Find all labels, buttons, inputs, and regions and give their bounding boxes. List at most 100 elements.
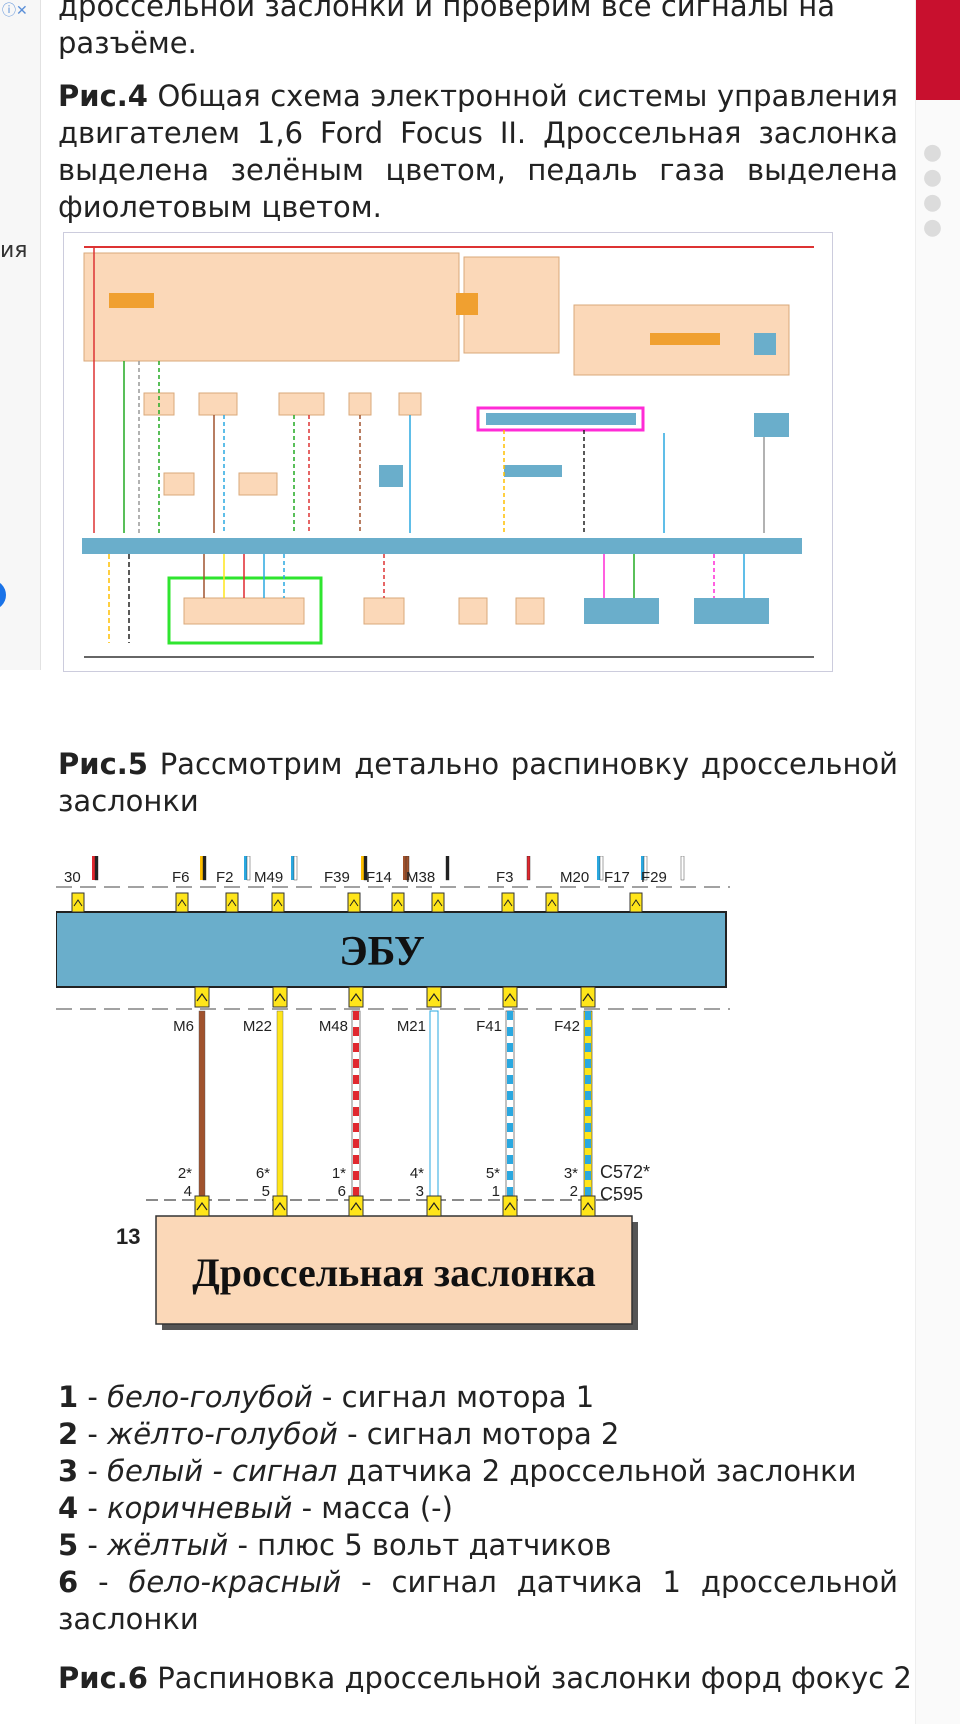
top-wire-stub xyxy=(202,855,207,881)
wire-F41: F41 5*1 xyxy=(476,986,518,1217)
connector-a-pin: 6* xyxy=(256,1165,270,1182)
ecu-top-terminal xyxy=(347,892,361,913)
ad-banner-red xyxy=(916,0,960,100)
top-wire-stub xyxy=(246,855,251,881)
ecu-top-terminal xyxy=(545,892,559,913)
top-pin-label: F14 xyxy=(366,869,392,886)
right-side-ad[interactable]: ●●●● xyxy=(915,0,960,1724)
ecu-top-terminal xyxy=(175,892,189,913)
legend-item: 3 - белый - сигнал датчика 2 дроссельной… xyxy=(58,1454,857,1488)
ecu-top-terminal xyxy=(501,892,515,913)
legend-number: 6 xyxy=(58,1565,79,1599)
ecu-top-terminal xyxy=(225,892,239,913)
component-terminal xyxy=(272,1195,288,1217)
ecu-bottom-terminal xyxy=(580,986,596,1008)
connector-b-label: C595 xyxy=(600,1184,643,1204)
connector-a-pin: 2* xyxy=(178,1165,192,1182)
top-wire-stub xyxy=(524,856,527,880)
side-ad[interactable]: ⓘ✕ ия xyxy=(0,0,41,670)
wire-M22: M22 6*5 xyxy=(243,986,288,1217)
fig4-caption-text: Общая схема электронной системы управлен… xyxy=(58,79,898,224)
ecu-bottom-terminal xyxy=(194,986,210,1008)
ecu-pin-label: F41 xyxy=(476,1018,502,1035)
ecu-bottom-terminal xyxy=(348,986,364,1008)
ad-button[interactable] xyxy=(0,580,6,610)
fig4-wiring-diagram xyxy=(63,232,833,672)
legend-item: 2 - жёлто-голубой - сигнал мотора 2 xyxy=(58,1417,620,1451)
legend-description: - сигнал датчика 1 дроссельной заслонки xyxy=(58,1565,898,1636)
ecu-top-terminal xyxy=(629,892,643,913)
legend-item: 4 - коричневый - масса (-) xyxy=(58,1491,453,1525)
fig6-caption-text: Распиновка дроссельной заслонки форд фок… xyxy=(157,1661,912,1695)
connector-a-pin: 5* xyxy=(486,1165,500,1182)
connector-b-pin: 5 xyxy=(262,1183,270,1200)
fig4-svg xyxy=(82,246,814,658)
connector-b-pin: 1 xyxy=(492,1183,500,1200)
top-wire-stub xyxy=(244,856,247,880)
fig5-label: Рис.5 xyxy=(58,747,148,781)
ecu-top-terminal xyxy=(271,892,285,913)
top-wire-stub xyxy=(597,856,600,880)
connector-b-pin: 3 xyxy=(416,1183,424,1200)
top-wire-stub xyxy=(405,855,410,881)
ecu-top-terminal xyxy=(431,892,445,913)
wire-M6: M62*4 xyxy=(173,986,210,1217)
top-wire-stub xyxy=(599,855,604,881)
ecu-bottom-terminal xyxy=(426,986,442,1008)
intro-line-2: разъёме. xyxy=(58,26,197,60)
ecu-block xyxy=(55,911,727,988)
ecu-pin-label: M22 xyxy=(243,1018,272,1035)
connector-a-label: C572* xyxy=(600,1162,650,1182)
ad-text-fragment: ия xyxy=(0,238,28,263)
ad-info-close-icon[interactable]: ⓘ✕ xyxy=(2,3,28,19)
ecu-top-terminal xyxy=(71,892,85,913)
top-wire-stub xyxy=(678,856,681,880)
legend-wire-color: белый - сигнал xyxy=(107,1454,338,1488)
connector-a-pin: 4* xyxy=(410,1165,424,1182)
legend-description: датчика 2 дроссельной заслонки xyxy=(337,1454,857,1488)
legend-description: - плюс 5 вольт датчиков xyxy=(228,1528,612,1562)
throttle-body-block xyxy=(155,1215,633,1325)
ad-watermark: ●●●● xyxy=(920,140,945,240)
legend-wire-color: жёлто-голубой xyxy=(107,1417,338,1451)
top-wire-stub xyxy=(293,855,298,881)
connector-a-pin: 1* xyxy=(332,1165,346,1182)
fig4-label: Рис.4 xyxy=(58,79,148,113)
ecu-bottom-terminal xyxy=(502,986,518,1008)
component-terminal xyxy=(194,1195,210,1217)
ecu-pin-label: M6 xyxy=(173,1018,194,1035)
top-pin-label: M49 xyxy=(254,869,283,886)
top-pin-label: F2 xyxy=(216,869,234,886)
top-wire-stub xyxy=(443,856,446,880)
component-terminal xyxy=(426,1195,442,1217)
connector-a-pin: 3* xyxy=(564,1165,578,1182)
top-wire-stub xyxy=(291,856,294,880)
component-terminal xyxy=(348,1195,364,1217)
legend-number: 4 xyxy=(58,1491,79,1525)
intro-line-1: дроссельной заслонки и проверим все сигн… xyxy=(58,0,835,23)
fig5-caption: Рис.5 Рассмотрим детально распиновку дро… xyxy=(58,746,898,820)
legend-description: - сигнал мотора 2 xyxy=(337,1417,620,1451)
legend-item: 1 - бело-голубой - сигнал мотора 1 xyxy=(58,1380,595,1414)
top-pin-label: F17 xyxy=(604,869,630,886)
top-pin-label: F3 xyxy=(496,869,514,886)
top-pin-label: M20 xyxy=(560,869,589,886)
fig4-caption: Рис.4 Общая схема электронной системы уп… xyxy=(58,78,898,226)
top-pin-label: F39 xyxy=(324,869,350,886)
ecu-pin-label: F42 xyxy=(554,1018,580,1035)
top-pin-label: F6 xyxy=(172,869,190,886)
ecu-label: ЭБУ xyxy=(339,929,425,975)
ecu-top-terminal xyxy=(391,892,405,913)
top-wire-stub xyxy=(361,856,364,880)
component-number: 13 xyxy=(116,1224,140,1249)
fig5-caption-text: Рассмотрим детально распиновку дроссельн… xyxy=(58,747,899,818)
component-terminal xyxy=(580,1195,596,1217)
legend-item: 5 - жёлтый - плюс 5 вольт датчиков xyxy=(58,1528,612,1562)
component-terminal xyxy=(502,1195,518,1217)
top-wire-stub xyxy=(92,856,95,880)
